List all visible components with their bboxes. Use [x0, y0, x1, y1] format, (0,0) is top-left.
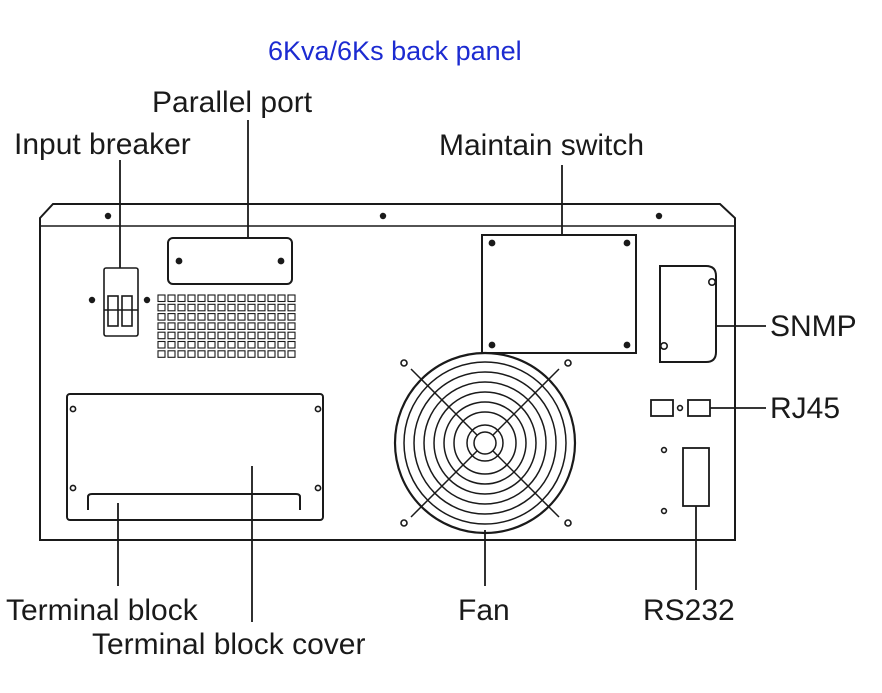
label-terminal-block-cover: Terminal block cover — [92, 628, 366, 661]
rs232-port — [660, 446, 710, 515]
label-snmp: SNMP — [770, 310, 857, 343]
label-terminal-block: Terminal block — [6, 594, 198, 627]
vent-grille — [157, 294, 296, 358]
top-screws — [104, 212, 663, 220]
label-fan: Fan — [458, 594, 510, 627]
label-parallel-port: Parallel port — [152, 86, 313, 119]
label-maintain-switch: Maintain switch — [439, 129, 645, 162]
snmp-slot — [659, 265, 717, 363]
terminal-block-cover — [66, 393, 324, 521]
diagram-title: 6Kva/6Ks back panel — [268, 36, 522, 66]
label-rj45: RJ45 — [770, 392, 841, 425]
parallel-port — [167, 237, 293, 285]
label-input-breaker: Input breaker — [14, 128, 191, 161]
panel-outline — [39, 203, 736, 541]
fan-guard — [393, 351, 577, 535]
label-rs232: RS232 — [643, 594, 735, 627]
fan-screws — [400, 359, 572, 527]
leader-lines — [117, 120, 766, 622]
input-breaker — [88, 267, 151, 337]
rj45-ports — [650, 399, 711, 417]
maintain-switch-plate — [481, 234, 637, 354]
